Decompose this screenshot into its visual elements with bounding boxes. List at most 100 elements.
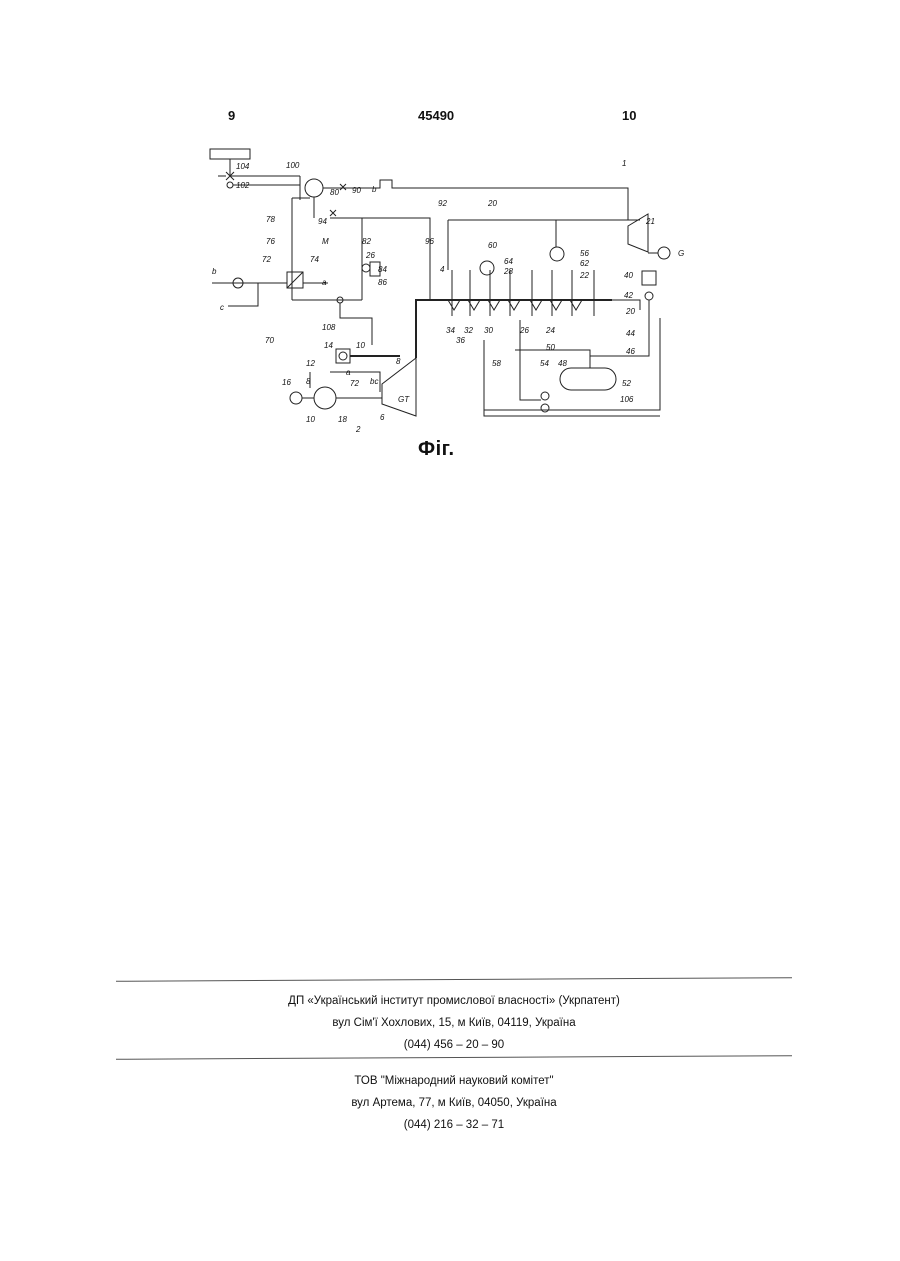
condenser-40 — [642, 271, 656, 285]
label-36: 36 — [456, 336, 465, 345]
publisher-block: ДП «Український інститут промислової вла… — [116, 990, 792, 1056]
printer-address: вул Артема, 77, м Київ, 04050, Україна — [116, 1092, 792, 1114]
printer-name: ТОВ "Міжнародний науковий комітет" — [116, 1070, 792, 1092]
coil-zigzag — [448, 300, 582, 310]
label-28: 28 — [503, 267, 513, 276]
label-14: 14 — [324, 341, 333, 350]
label-78: 78 — [266, 215, 275, 224]
label-2: 2 — [355, 425, 361, 434]
label-1: 1 — [622, 159, 626, 168]
tank-box — [210, 149, 250, 159]
label-GT: GT — [398, 395, 410, 404]
label-74: 74 — [310, 255, 319, 264]
label-10: 10 — [306, 415, 315, 424]
label-6: 6 — [380, 413, 385, 422]
label-54: 54 — [540, 359, 549, 368]
label-16: 16 — [282, 378, 291, 387]
label-100: 100 — [286, 161, 300, 170]
pump-42 — [645, 292, 653, 300]
label-26-upper: 26 — [365, 251, 375, 260]
divider-top — [116, 977, 792, 982]
compressor-8 — [314, 387, 336, 409]
label-22: 22 — [579, 271, 589, 280]
label-18: 18 — [338, 415, 347, 424]
label-a-upper: a — [322, 278, 327, 287]
generator-G — [658, 247, 670, 259]
label-a: a — [346, 368, 351, 377]
label-84: 84 — [378, 265, 387, 274]
label-b-inlet: b — [212, 267, 217, 276]
label-72: 72 — [350, 379, 359, 388]
label-62: 62 — [580, 259, 589, 268]
drum-56 — [550, 247, 564, 261]
label-b: b — [372, 185, 377, 194]
label-4: 4 — [440, 265, 445, 274]
label-34: 34 — [446, 326, 455, 335]
heat-exchanger-diagonal — [287, 272, 303, 288]
label-58: 58 — [492, 359, 501, 368]
label-90: 90 — [352, 186, 361, 195]
label-108: 108 — [322, 323, 336, 332]
label-20: 20 — [487, 199, 497, 208]
label-M: M — [322, 237, 329, 246]
component-84 — [362, 264, 370, 272]
label-96: 96 — [425, 237, 434, 246]
label-50: 50 — [546, 343, 555, 352]
label-80: 80 — [330, 188, 339, 197]
label-24: 24 — [545, 326, 555, 335]
label-46: 46 — [626, 347, 635, 356]
label-10-top: 10 — [356, 341, 365, 350]
publisher-address: вул Сім'ї Хохлових, 15, м Київ, 04119, У… — [116, 1012, 792, 1034]
label-G: G — [678, 249, 684, 258]
label-76: 76 — [266, 237, 275, 246]
gas-turbine-GT — [382, 358, 416, 416]
label-30: 30 — [484, 326, 493, 335]
combustor-14 — [336, 349, 350, 363]
pipe-20 — [448, 220, 640, 270]
feedwater-tank-52 — [560, 368, 616, 390]
label-106: 106 — [620, 395, 634, 404]
pipe-c — [228, 283, 258, 306]
valve-90 — [340, 184, 346, 190]
label-bc: bc — [370, 377, 378, 386]
label-60: 60 — [488, 241, 497, 250]
label-8: 8 — [396, 357, 401, 366]
drum-60 — [480, 261, 494, 275]
valve-94 — [330, 210, 336, 216]
printer-phone: (044) 216 – 32 – 71 — [116, 1114, 792, 1136]
label-82: 82 — [362, 237, 371, 246]
pump-symbol — [227, 182, 233, 188]
label-44: 44 — [626, 329, 635, 338]
label-104: 104 — [236, 162, 250, 171]
generator-16 — [290, 392, 302, 404]
pipe-96 — [330, 218, 430, 300]
label-92: 92 — [438, 199, 447, 208]
label-c: c — [220, 303, 224, 312]
drum-100 — [305, 179, 323, 197]
label-8-lower: 8 — [306, 377, 311, 386]
label-12: 12 — [306, 359, 315, 368]
label-20-right: 20 — [625, 307, 635, 316]
burner-symbol — [339, 352, 347, 360]
label-40: 40 — [624, 271, 633, 280]
pump — [541, 404, 549, 412]
printer-block: ТОВ "Міжнародний науковий комітет" вул А… — [116, 1070, 792, 1136]
label-32: 32 — [464, 326, 473, 335]
patent-schematic-figure: 104 102 100 80 90 b 94 92 20 1 21 78 76 … — [0, 0, 900, 470]
label-56: 56 — [580, 249, 589, 258]
label-42: 42 — [624, 291, 633, 300]
label-102: 102 — [236, 181, 250, 190]
label-26: 26 — [519, 326, 529, 335]
label-72-upper: 72 — [262, 255, 271, 264]
label-86: 86 — [378, 278, 387, 287]
label-52: 52 — [622, 379, 631, 388]
publisher-phone: (044) 456 – 20 – 90 — [116, 1034, 792, 1056]
pipe — [300, 176, 628, 220]
label-48: 48 — [558, 359, 567, 368]
label-21: 21 — [645, 217, 655, 226]
label-94: 94 — [318, 217, 327, 226]
label-70: 70 — [265, 336, 274, 345]
pump — [541, 392, 549, 400]
publisher-name: ДП «Український інститут промислової вла… — [116, 990, 792, 1012]
label-64: 64 — [504, 257, 513, 266]
